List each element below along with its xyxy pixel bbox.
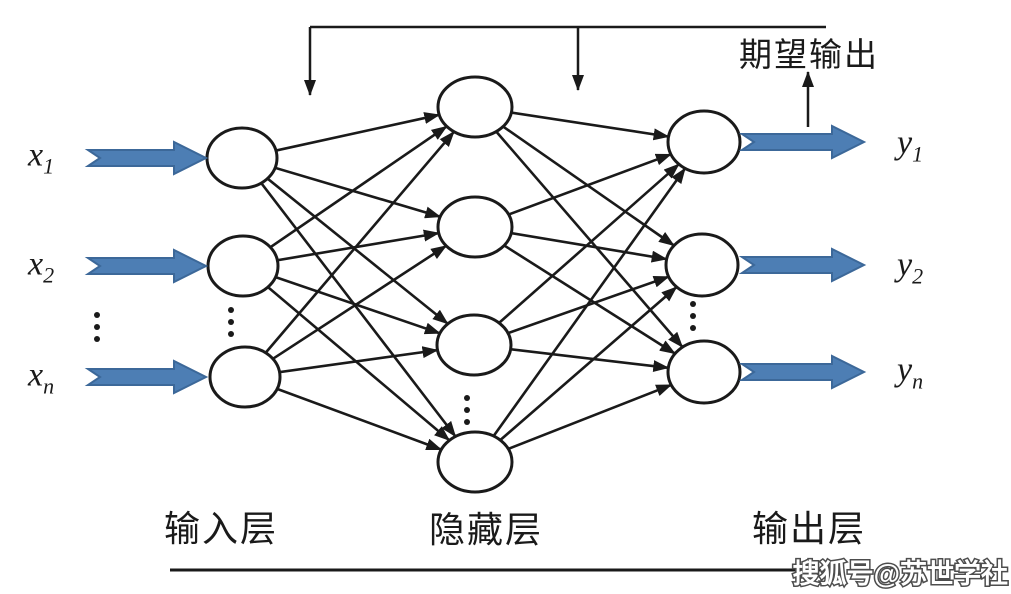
label-sub: 2 [912, 263, 924, 289]
input-arrow [84, 140, 209, 176]
output-layer-label: 输出层 [751, 509, 867, 549]
input-node [205, 126, 279, 190]
ellipsis-dot [690, 301, 696, 307]
input-node [206, 234, 280, 298]
ellipsis-dot [94, 324, 100, 330]
hidden-node [436, 75, 514, 139]
input-label-x1: x1 [28, 136, 55, 179]
watermark: 搜狐号@苏世学社 [793, 558, 1008, 589]
input-label-x2: x2 [28, 245, 55, 288]
output-node [666, 109, 742, 175]
ellipsis-dot [228, 331, 234, 337]
ellipsis-dot [690, 313, 696, 319]
ellipsis-dot [464, 407, 470, 413]
output-node [666, 339, 742, 405]
ellipsis-dot [228, 319, 234, 325]
connection-input-hidden [244, 130, 455, 378]
connection-input-hidden [240, 157, 457, 438]
input-label-xn: xn [28, 356, 55, 399]
label-sub: n [43, 373, 55, 399]
ellipsis-dot [94, 312, 100, 318]
ellipsis-dot [464, 395, 470, 401]
ellipsis-dot [464, 419, 470, 425]
connection-hidden-output [474, 225, 676, 355]
output-label-y2: y2 [897, 246, 924, 289]
label-base: x [28, 245, 44, 283]
label-sub: n [912, 368, 924, 394]
label-sub: 1 [912, 141, 924, 167]
connection-input-hidden [244, 244, 448, 379]
input-arrow [84, 248, 209, 284]
label-base: y [897, 246, 913, 284]
hidden-node [436, 430, 514, 494]
ellipsis-dot [94, 336, 100, 342]
hidden-node [436, 195, 514, 259]
label-base: y [897, 351, 913, 389]
hidden-layer-label: 隐藏层 [428, 510, 544, 550]
connection-input-hidden [242, 265, 451, 442]
label-sub: 2 [43, 262, 55, 288]
output-node [664, 232, 740, 298]
input-node [208, 345, 282, 409]
connection-hidden-output [473, 167, 687, 463]
connection-hidden-output [474, 286, 678, 463]
connection-hidden-output [473, 163, 680, 346]
label-sub: 1 [43, 153, 55, 179]
expected-output-label: 期望输出 [739, 38, 879, 74]
output-arrow [738, 354, 867, 390]
connection-hidden-output [474, 105, 675, 247]
hidden-node [435, 313, 513, 377]
ellipsis-dot [690, 325, 696, 331]
output-label-yn: yn [897, 351, 924, 394]
output-arrow [738, 247, 867, 283]
ellipsis-dot [228, 307, 234, 313]
output-arrow [738, 124, 867, 160]
connection-input-hidden [241, 156, 449, 325]
input-layer-label: 输入层 [163, 509, 279, 549]
label-base: y [897, 124, 913, 162]
input-arrow [84, 359, 209, 395]
connection-input-hidden [242, 125, 448, 268]
connection-hidden-output [474, 106, 684, 348]
label-base: x [28, 356, 44, 394]
label-base: x [28, 136, 44, 174]
output-label-y1: y1 [897, 124, 924, 167]
